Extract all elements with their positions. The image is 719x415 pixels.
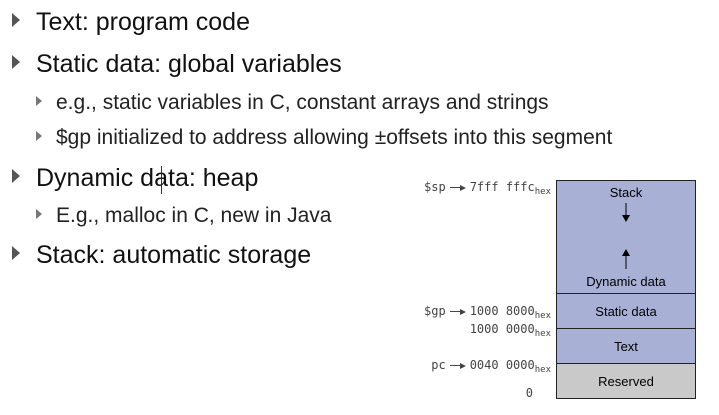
address-gp-value: 1000 8000: [469, 304, 535, 318]
bullet-static-data: Static data: global variables: [12, 50, 342, 79]
register-gp: $gp: [424, 304, 446, 318]
bullet-static-data-label: Static data: global variables: [36, 50, 342, 78]
address-zero: 0: [526, 386, 533, 400]
segment-static-label: Static data: [595, 304, 657, 319]
heap-growth-up-arrow-icon: [622, 249, 630, 269]
bullet-arrow-icon: [12, 55, 20, 69]
address-pc: pc 0040 0000hex: [431, 358, 551, 375]
segment-static: Static data: [556, 293, 696, 329]
hex-suffix: hex: [534, 311, 551, 321]
segment-text: Text: [556, 328, 696, 364]
bullet-arrow-icon: [12, 246, 20, 260]
sub-bullet-gp-label: $gp initialized to address allowing ±off…: [56, 126, 613, 149]
address-text-start-value: 1000 0000: [469, 322, 535, 336]
sub-bullet-arrow-icon: [36, 131, 42, 141]
address-gp: $gp 1000 8000hex: [424, 304, 551, 321]
sub-bullet-malloc: E.g., malloc in C, new in Java: [36, 204, 331, 228]
segment-stack-label: Stack: [609, 185, 643, 200]
sub-bullet-arrow-icon: [36, 209, 42, 219]
segment-text-label: Text: [614, 339, 638, 354]
address-sp-value: 7fff fffc: [469, 180, 535, 194]
sub-bullet-static-vars: e.g., static variables in C, constant ar…: [36, 91, 549, 115]
pointer-arrow-icon: [449, 180, 466, 194]
segment-stack-dynamic: Stack Dynamic data: [556, 180, 696, 294]
segment-reserved-label: Reserved: [598, 374, 654, 389]
bullet-text-label: Text: program code: [36, 8, 250, 36]
pointer-arrow-icon: [449, 358, 466, 372]
hex-suffix: hex: [534, 187, 551, 197]
sub-bullet-malloc-label: E.g., malloc in C, new in Java: [56, 204, 332, 227]
bullet-arrow-icon: [12, 169, 20, 183]
bullet-text: Text: program code: [12, 8, 250, 37]
bullet-dynamic-data: Dynamic data: heap: [12, 164, 258, 193]
address-pc-value: 0040 0000: [469, 358, 535, 372]
register-pc: pc: [431, 358, 446, 372]
bullet-arrow-icon: [12, 13, 20, 27]
address-sp: $sp 7fff fffchex: [424, 180, 551, 197]
bullet-stack-label: Stack: automatic storage: [36, 241, 312, 269]
segment-reserved: Reserved: [556, 363, 696, 399]
register-sp: $sp: [424, 180, 446, 194]
sub-bullet-gp: $gp initialized to address allowing ±off…: [36, 126, 612, 150]
address-zero-value: 0: [525, 386, 533, 400]
bullet-dynamic-data-label: Dynamic data: heap: [36, 164, 259, 192]
address-text-start: 1000 0000hex: [470, 322, 551, 339]
hex-suffix: hex: [534, 365, 551, 375]
text-cursor: [161, 166, 162, 194]
hex-suffix: hex: [534, 329, 551, 339]
sub-bullet-arrow-icon: [36, 96, 42, 106]
bullet-stack: Stack: automatic storage: [12, 241, 311, 270]
pointer-arrow-icon: [449, 304, 466, 318]
segment-dynamic-label: Dynamic data: [586, 274, 666, 289]
stack-growth-down-arrow-icon: [622, 203, 630, 222]
sub-bullet-static-vars-label: e.g., static variables in C, constant ar…: [56, 91, 549, 114]
